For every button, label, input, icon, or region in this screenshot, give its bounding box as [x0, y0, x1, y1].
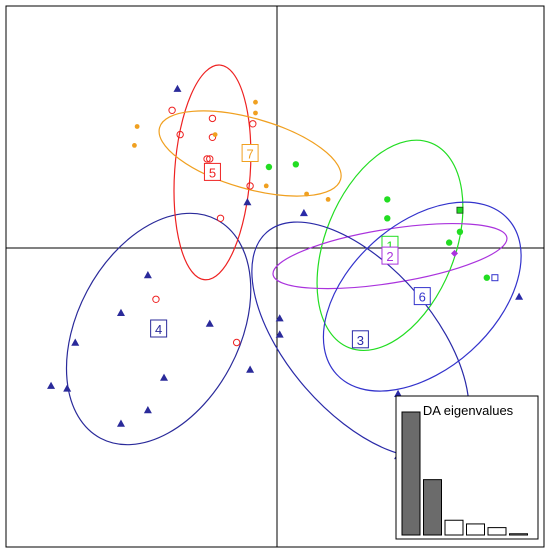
point-g4-27 — [243, 198, 252, 206]
point-g7-40 — [132, 143, 137, 148]
point-g4-14 — [143, 271, 152, 279]
ellipse-group-2 — [272, 223, 508, 290]
point-g6-13 — [491, 274, 499, 282]
point-g4-24 — [275, 314, 284, 322]
point-g4-15 — [116, 308, 125, 316]
label-box-group-4 — [150, 319, 168, 338]
label-group-1: 1 — [386, 238, 393, 253]
point-g5-37 — [152, 295, 160, 303]
inset-bars — [401, 411, 528, 536]
point-g4-22 — [116, 419, 125, 427]
point-g1-3 — [384, 215, 391, 222]
inset-title: DA eigenvalues — [423, 403, 514, 418]
label-box-group-3 — [351, 330, 369, 349]
point-g1-6 — [483, 274, 491, 281]
point-g5-32 — [206, 155, 214, 163]
label-group-4: 4 — [155, 322, 162, 337]
eigenvalue-bar-1 — [401, 411, 421, 536]
group-labels: 12 3 4 5 6 7 — [150, 144, 431, 349]
ellipse-group-4 — [65, 212, 252, 446]
point-g4-16 — [71, 338, 80, 346]
ellipse-group-1 — [316, 139, 464, 352]
label-box-group-5 — [203, 162, 221, 181]
point-g5-38 — [232, 338, 241, 347]
eigenvalue-bar-5 — [487, 527, 507, 536]
point-g4-21 — [143, 406, 152, 414]
point-g7-44 — [263, 183, 269, 189]
point-g7-46 — [325, 197, 331, 202]
point-g7-42 — [212, 132, 218, 138]
label-group-2: 2 — [386, 249, 393, 264]
point-g5-29 — [176, 130, 184, 139]
point-g5-36 — [249, 120, 257, 128]
eigenvalue-inset: DA eigenvalues — [395, 395, 539, 540]
origin-lines — [6, 6, 544, 547]
point-g5-35 — [246, 182, 254, 190]
point-g1-7 — [456, 206, 464, 214]
point-g1-2 — [384, 196, 391, 203]
point-g4-17 — [205, 319, 214, 327]
eigenvalue-bar-3 — [444, 519, 464, 536]
point-g1-0 — [292, 161, 300, 168]
ellipse-group-7 — [158, 110, 342, 197]
point-g4-19 — [47, 381, 56, 389]
point-g1-1 — [265, 163, 273, 171]
point-g2-8 — [451, 249, 459, 257]
point-g3-11 — [394, 389, 403, 397]
point-g5-30 — [208, 114, 217, 123]
label-box-group-2 — [381, 246, 399, 265]
label-group-5: 5 — [209, 165, 216, 180]
point-g7-43 — [253, 110, 258, 116]
label-group-7: 7 — [246, 147, 253, 162]
point-g4-23 — [246, 365, 255, 373]
eigenvalue-bar-2 — [423, 479, 442, 536]
data-points — [47, 84, 524, 460]
point-g5-31 — [208, 133, 217, 142]
ellipse-group-6 — [322, 201, 522, 392]
eigenvalue-bar-4 — [466, 523, 485, 536]
point-g3-9 — [299, 208, 308, 217]
point-g5-28 — [168, 106, 176, 115]
label-box-group-7 — [241, 144, 259, 162]
label-group-3: 3 — [357, 333, 364, 348]
point-g7-41 — [253, 99, 258, 105]
point-g1-4 — [456, 228, 464, 235]
label-box-group-6 — [413, 287, 431, 306]
ellipse-group-5 — [173, 64, 252, 281]
point-g3-10 — [515, 292, 524, 300]
point-g4-25 — [275, 330, 284, 338]
point-g1-5 — [445, 239, 453, 246]
label-group-6: 6 — [419, 290, 426, 305]
point-g4-20 — [63, 384, 72, 392]
eigenvalue-bar-6 — [509, 533, 528, 536]
point-g5-33 — [203, 155, 211, 163]
point-g7-45 — [304, 191, 309, 197]
point-g4-26 — [173, 84, 182, 92]
point-g5-34 — [216, 214, 225, 223]
point-g7-39 — [134, 124, 140, 129]
point-g4-18 — [160, 373, 169, 381]
